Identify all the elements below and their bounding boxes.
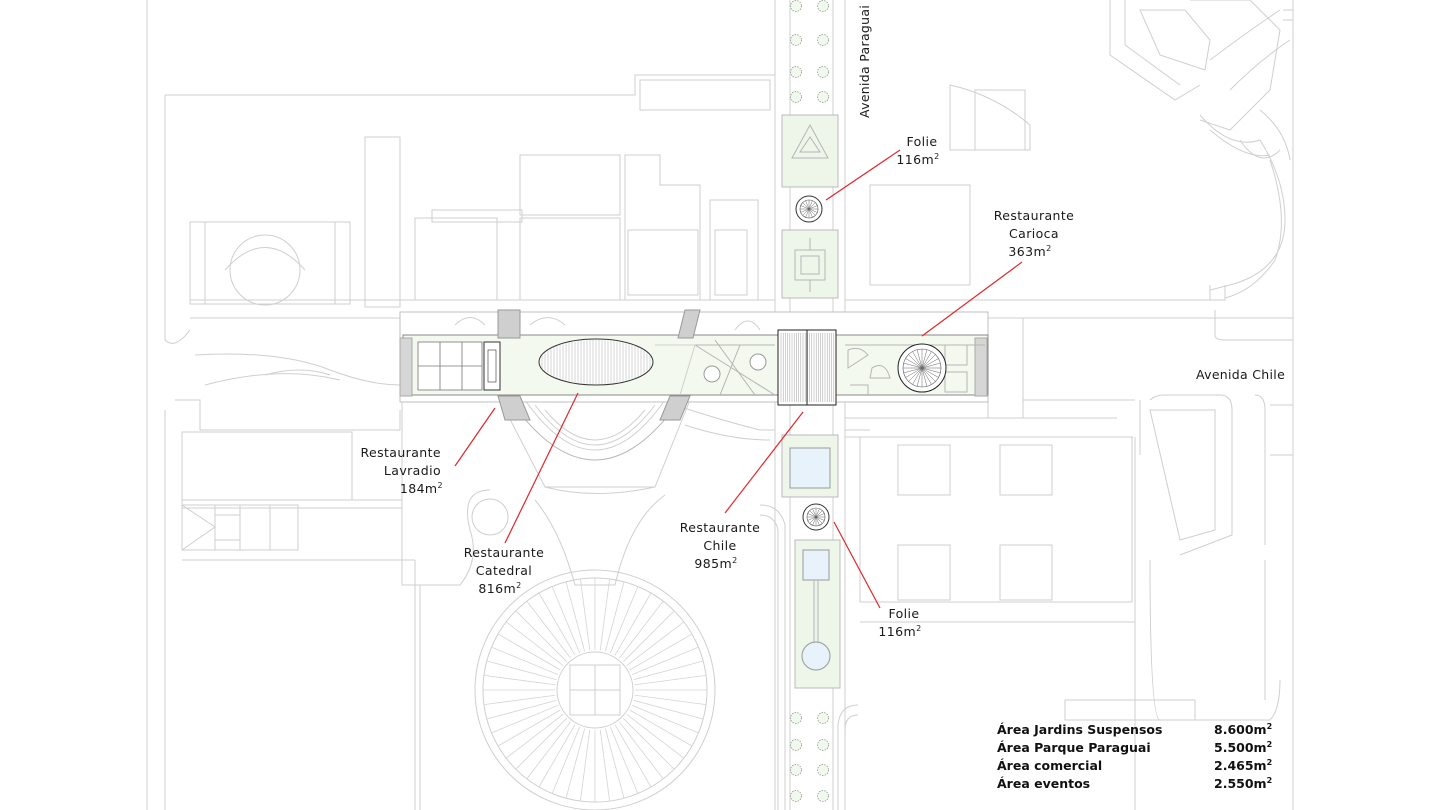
label-folie-bottom: Folie 116m2 xyxy=(878,606,921,639)
area-row: Área Parque Paraguai 5.500m2 xyxy=(997,740,1272,755)
label-restaurante-carioca: Restaurante Carioca 363m2 xyxy=(994,208,1075,259)
context-buildings xyxy=(146,0,1294,810)
svg-text:Área Jardins Suspensos: Área Jardins Suspensos xyxy=(997,722,1162,737)
svg-text:Chile: Chile xyxy=(703,538,736,553)
area-summary-table: Área Jardins Suspensos 8.600m2 Área Parq… xyxy=(997,722,1272,791)
svg-text:2.550m2: 2.550m2 xyxy=(1214,776,1272,791)
leader-folie-bottom xyxy=(833,521,881,609)
leader-lavradio xyxy=(454,407,496,467)
area-row: Área Jardins Suspensos 8.600m2 xyxy=(997,722,1272,737)
jardins-suspensos xyxy=(399,309,989,421)
label-restaurante-chile: Restaurante Chile 985m2 xyxy=(680,520,761,571)
street-label-paraguai: Avenida Paraguai xyxy=(857,5,872,118)
svg-text:985m2: 985m2 xyxy=(694,556,737,571)
svg-text:Restaurante: Restaurante xyxy=(360,445,441,460)
cathedral-plaza xyxy=(402,399,771,810)
svg-text:Folie: Folie xyxy=(888,606,919,621)
area-row: Área comercial 2.465m2 xyxy=(997,758,1272,773)
svg-text:Folie: Folie xyxy=(906,134,937,149)
svg-text:184m2: 184m2 xyxy=(400,481,443,496)
svg-text:Área eventos: Área eventos xyxy=(997,776,1090,791)
svg-text:816m2: 816m2 xyxy=(478,581,521,596)
leader-carioca xyxy=(921,261,1023,337)
svg-text:5.500m2: 5.500m2 xyxy=(1214,740,1272,755)
parque-paraguai xyxy=(781,0,841,802)
street-label-chile: Avenida Chile xyxy=(1196,367,1285,382)
leader-folie-top xyxy=(825,149,901,201)
svg-text:363m2: 363m2 xyxy=(1008,244,1051,259)
label-restaurante-catedral: Restaurante Catedral 816m2 xyxy=(464,545,545,596)
svg-text:Área comercial: Área comercial xyxy=(997,758,1102,773)
svg-text:Catedral: Catedral xyxy=(476,563,532,578)
svg-text:Restaurante: Restaurante xyxy=(680,520,761,535)
area-row: Área eventos 2.550m2 xyxy=(997,776,1272,791)
svg-text:Área Parque Paraguai: Área Parque Paraguai xyxy=(997,740,1151,755)
svg-text:116m2: 116m2 xyxy=(896,152,939,167)
svg-text:Carioca: Carioca xyxy=(1009,226,1059,241)
svg-text:Restaurante: Restaurante xyxy=(464,545,545,560)
svg-text:116m2: 116m2 xyxy=(878,624,921,639)
leader-catedral xyxy=(504,392,579,544)
svg-text:Restaurante: Restaurante xyxy=(994,208,1075,223)
leader-chile xyxy=(724,411,804,514)
svg-text:Lavradio: Lavradio xyxy=(384,463,441,478)
svg-text:8.600m2: 8.600m2 xyxy=(1214,722,1272,737)
leader-lines xyxy=(454,149,1023,609)
svg-text:2.465m2: 2.465m2 xyxy=(1214,758,1272,773)
label-restaurante-lavradio: Restaurante Lavradio 184m2 xyxy=(360,445,443,496)
label-folie-top: Folie 116m2 xyxy=(896,134,939,167)
